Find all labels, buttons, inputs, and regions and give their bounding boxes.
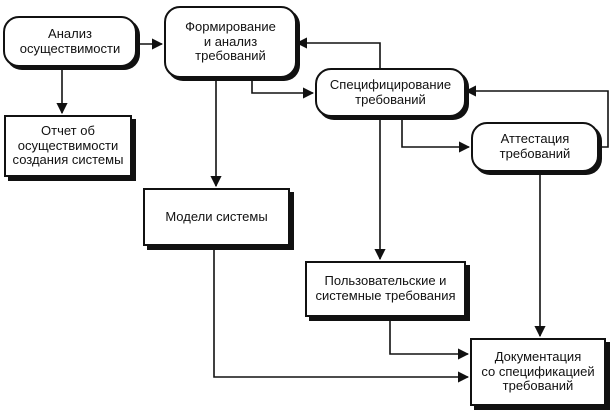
arrow-validation-to-specification <box>464 85 609 148</box>
system-models-label: Модели системы <box>165 208 268 224</box>
feasibility-report-node: Отчет об осуществимости создания системы <box>4 115 132 177</box>
system-models-node: Модели системы <box>143 188 290 246</box>
requirements-specification-label: Специфицирование требований <box>329 76 452 107</box>
feasibility-study-node: Анализ осуществимости <box>3 16 137 67</box>
user-system-requirements-node: Пользовательские и системные требования <box>305 261 466 317</box>
arrow-user-reqs-to-document <box>389 317 470 360</box>
requirements-document-label: Документация со спецификацией требований <box>481 349 595 394</box>
requirements-specification-node: Специфицирование требований <box>315 68 466 117</box>
arrow-specification-to-elicitation <box>295 37 381 70</box>
feasibility-study-label: Анализ осуществимости <box>19 25 121 56</box>
requirements-validation-node: Аттестация требований <box>471 122 599 172</box>
arrow-specification-to-validation <box>401 117 471 153</box>
arrow-elicitation-to-specification <box>251 78 315 99</box>
feasibility-report-label: Отчет об осуществимости создания системы <box>12 123 124 168</box>
requirements-elicitation-node: Формирование и анализ требований <box>164 6 297 78</box>
requirements-document-node: Документация со спецификацией требований <box>470 338 606 406</box>
user-system-requirements-label: Пользовательские и системные требования <box>315 273 456 303</box>
requirements-elicitation-label: Формирование и анализ требований <box>185 19 276 64</box>
arrow-models-to-document <box>213 246 470 383</box>
requirements-validation-label: Аттестация требований <box>499 131 571 161</box>
